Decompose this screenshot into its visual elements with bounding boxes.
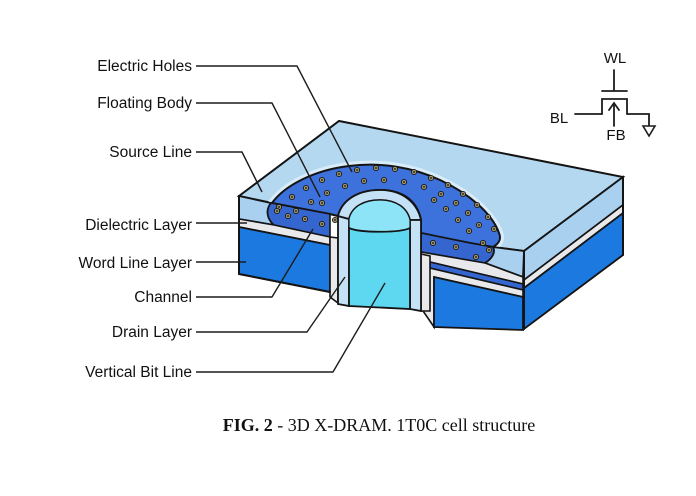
bl-label: BL: [550, 110, 568, 127]
leader-vertical-bit-line: [196, 282, 386, 373]
ground-symbol-icon: [641, 125, 657, 138]
electric-hole-icon: [452, 199, 460, 207]
labels: Electric Holes Floating Body Source Line…: [79, 58, 386, 381]
electric-hole-icon: [273, 207, 281, 215]
electric-hole-icon: [288, 193, 296, 201]
label-vertical-bit-line: Vertical Bit Line: [85, 364, 192, 381]
electric-hole-icon: [284, 212, 292, 220]
electric-hole-icon: [318, 176, 326, 184]
leader-source-line: [196, 151, 263, 193]
gate-dielectric-right-strip: [420, 253, 431, 312]
electric-hole-icon: [479, 239, 487, 247]
leader-drain-layer: [196, 276, 346, 333]
channel-right-strip: [409, 219, 422, 313]
electric-hole-icon: [427, 174, 435, 182]
word-line-recessed-face: [433, 275, 524, 331]
leader-channel: [196, 228, 314, 298]
electric-hole-icon: [473, 201, 481, 209]
electric-holes-layer: [273, 164, 498, 261]
electric-hole-icon: [475, 221, 483, 229]
electric-hole-icon: [420, 183, 428, 191]
electric-hole-icon: [292, 207, 300, 215]
electric-hole-icon: [452, 243, 460, 251]
label-word-line-layer: Word Line Layer: [79, 255, 192, 272]
wl-label: WL: [604, 50, 627, 67]
electric-hole-icon: [301, 215, 309, 223]
electric-hole-icon: [429, 239, 437, 247]
bit-line-front-face: [348, 226, 411, 310]
electric-hole-icon: [472, 253, 480, 261]
electric-hole-icon: [360, 177, 368, 185]
electric-hole-icon: [484, 213, 492, 221]
label-electric-holes: Electric Holes: [97, 58, 192, 75]
electric-hole-icon: [318, 220, 326, 228]
cell-structure: [236, 119, 626, 331]
electric-hole-icon: [459, 190, 467, 198]
figure-number: FIG. 2: [222, 415, 273, 435]
electric-hole-icon: [380, 176, 388, 184]
figure-caption-text: - 3D X-DRAM. 1T0C cell structure: [272, 415, 536, 435]
electric-hole-icon: [335, 170, 343, 178]
electric-hole-icon: [331, 216, 339, 224]
bit-line-pillar-assembly: [336, 189, 423, 313]
figure-caption: FIG. 2 - 3D X-DRAM. 1T0C cell structure: [223, 415, 535, 436]
electric-hole-icon: [454, 216, 462, 224]
electric-hole-icon: [391, 165, 399, 173]
electric-hole-icon: [400, 178, 408, 186]
fb-label: FB: [606, 127, 625, 144]
leader-floating-body: [196, 102, 321, 198]
slab-edges: [238, 176, 624, 330]
electric-hole-icon: [372, 164, 380, 172]
electric-hole-icon: [323, 189, 331, 197]
label-channel: Channel: [134, 289, 192, 306]
fb-arrow-icon: [608, 101, 620, 127]
label-drain-layer: Drain Layer: [112, 324, 192, 341]
electric-hole-icon: [410, 168, 418, 176]
electric-hole-icon: [437, 190, 445, 198]
electric-hole-icon: [307, 198, 315, 206]
electric-hole-icon: [444, 181, 452, 189]
label-source-line: Source Line: [109, 144, 192, 161]
label-dielectric-layer: Dielectric Layer: [85, 217, 192, 234]
cell-schematic: WL BL FB: [550, 50, 657, 144]
electric-hole-icon: [318, 199, 326, 207]
electric-hole-icon: [464, 209, 472, 217]
electric-hole-icon: [302, 184, 310, 192]
electric-hole-icon: [341, 182, 349, 190]
label-floating-body: Floating Body: [97, 95, 192, 112]
electric-hole-icon: [353, 166, 361, 174]
leader-electric-holes: [196, 65, 353, 173]
electric-hole-icon: [430, 196, 438, 204]
channel-left-strip: [337, 214, 350, 308]
electric-hole-icon: [465, 227, 473, 235]
electric-hole-icon: [442, 205, 450, 213]
electric-hole-icon: [485, 246, 493, 254]
electric-hole-icon: [490, 225, 498, 233]
transistor-icon: [574, 69, 650, 127]
